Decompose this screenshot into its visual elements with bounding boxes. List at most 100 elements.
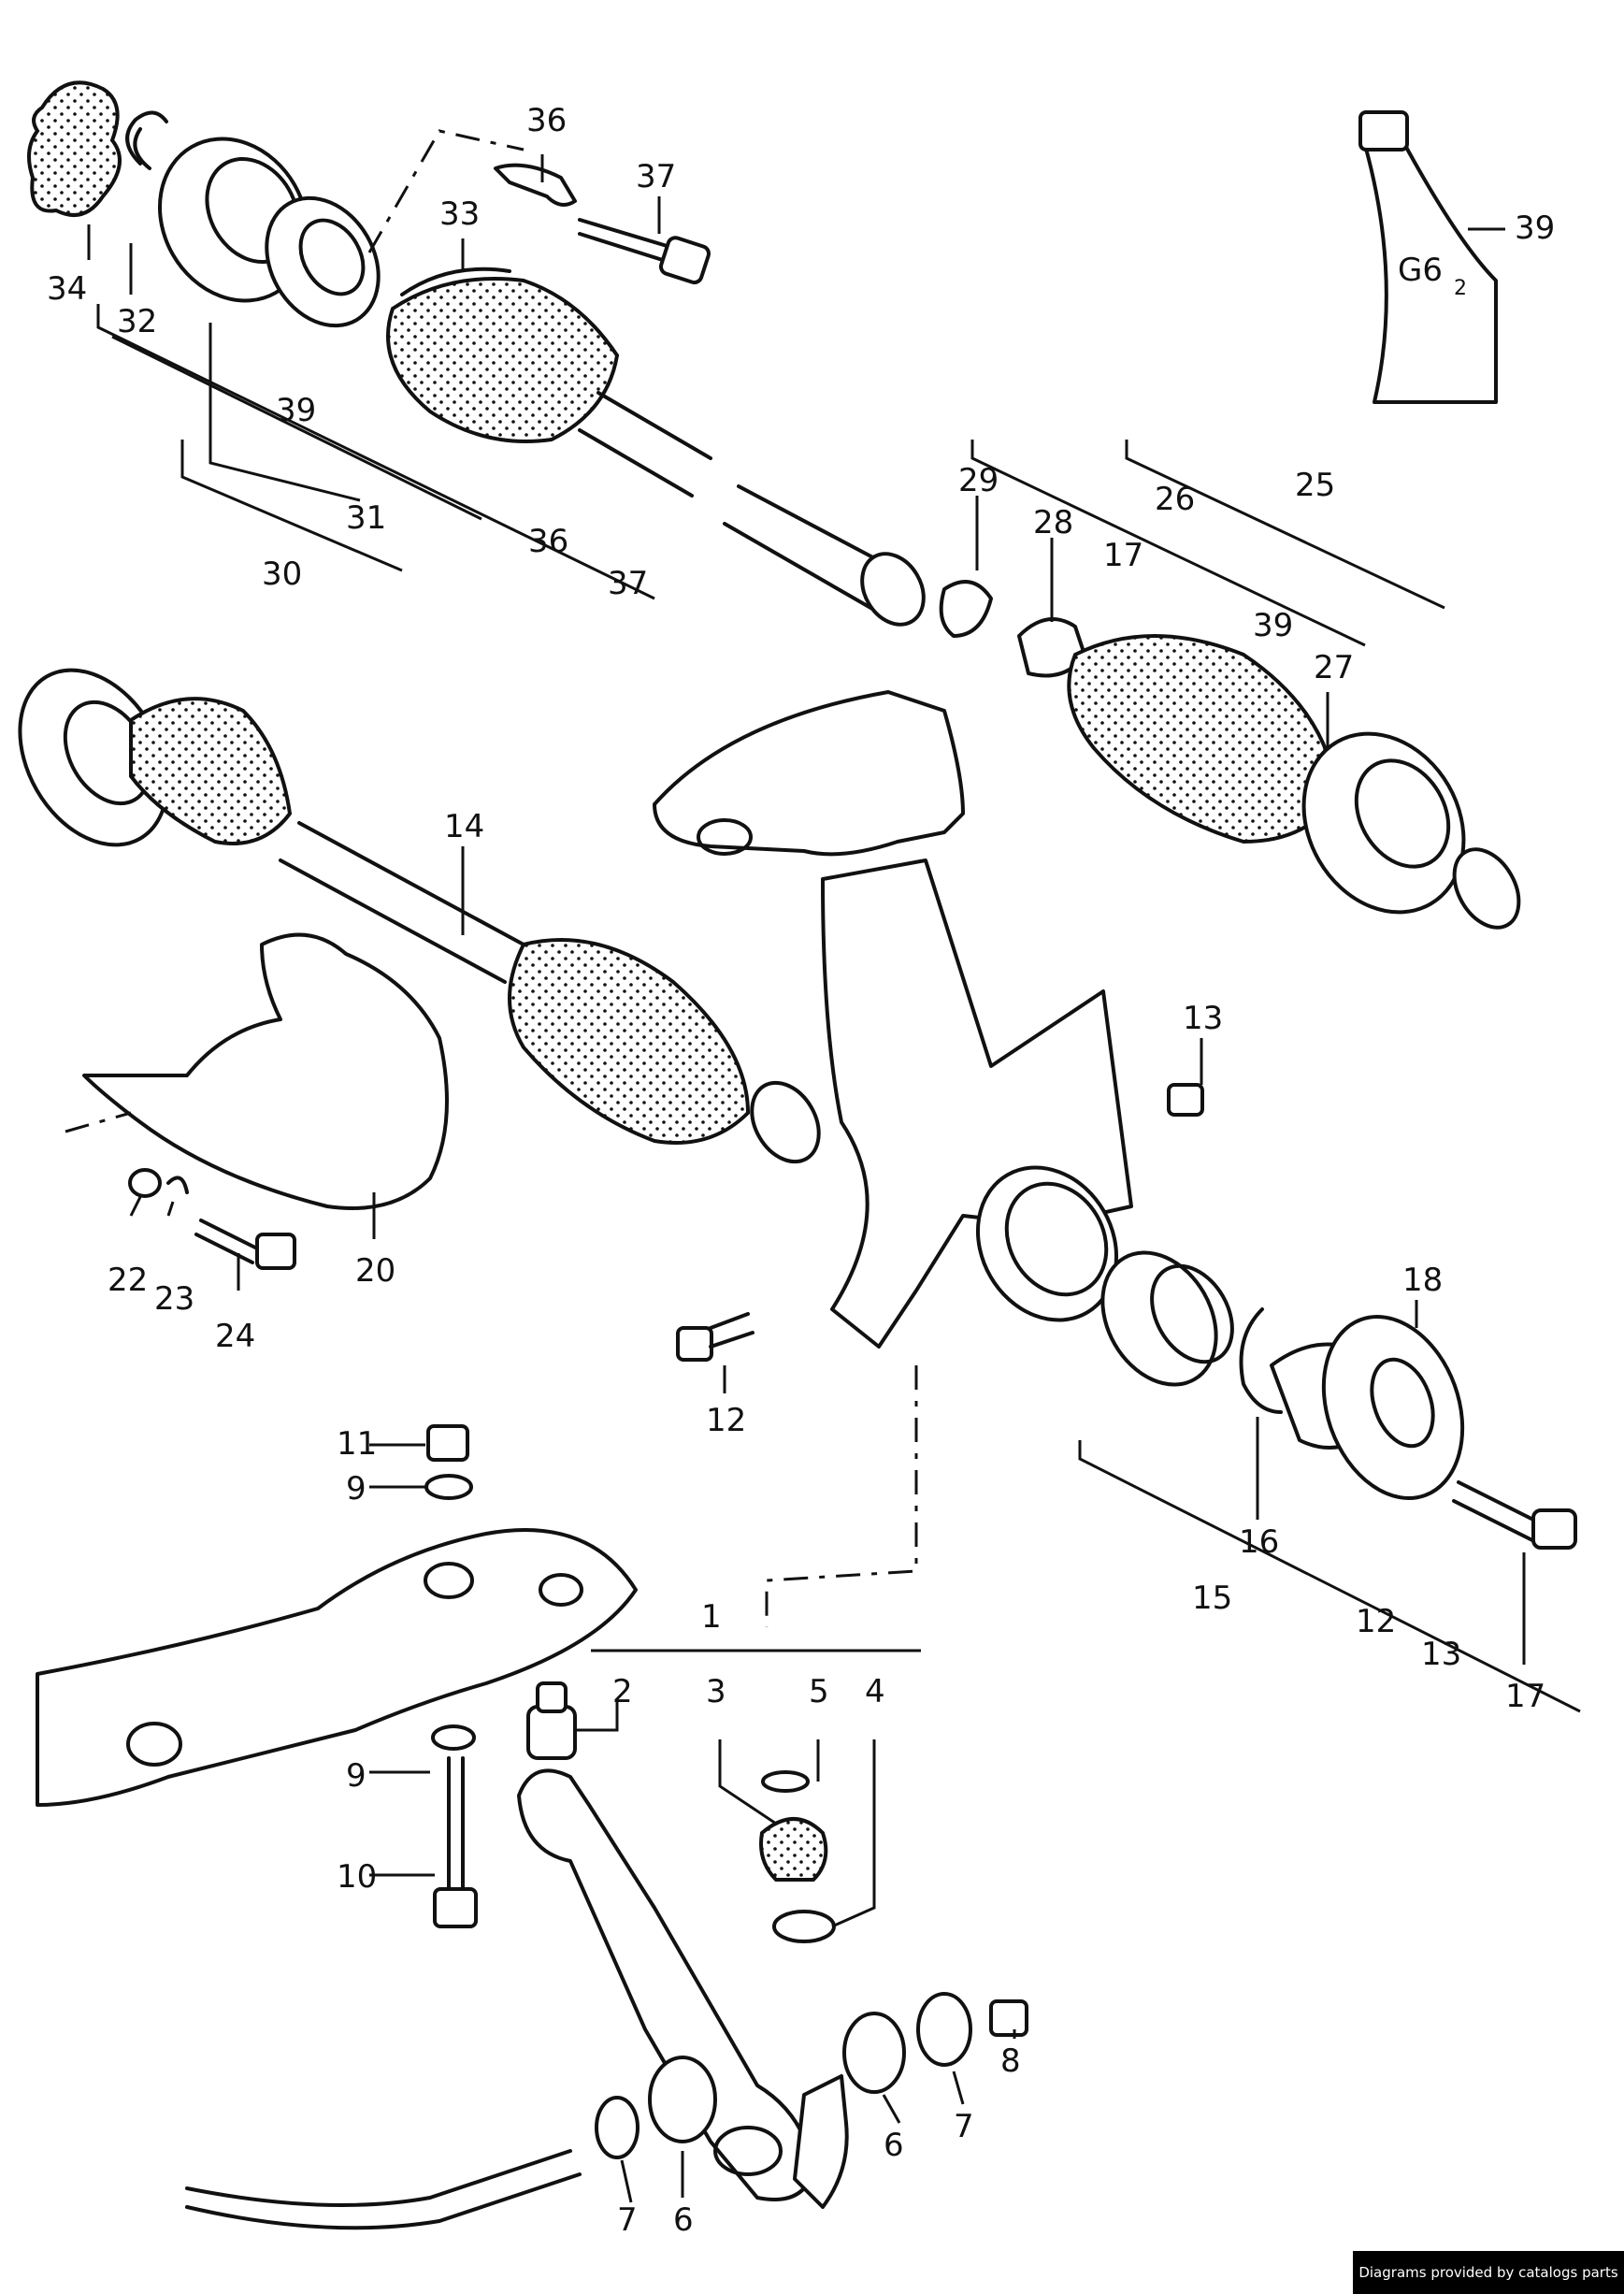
callout-13: 13 xyxy=(1183,1000,1223,1037)
bracket-25 xyxy=(1125,440,1445,610)
callout-29: 29 xyxy=(958,462,999,499)
outer-cv-joint-flange xyxy=(157,137,381,328)
wheel-bolt-17 xyxy=(1452,1480,1577,1550)
callout-16: 16 xyxy=(1239,1523,1279,1561)
drive-shaft-14 xyxy=(279,821,821,1164)
grease-tube-label: G6 xyxy=(1398,252,1443,289)
bolt-10 xyxy=(433,1756,478,1928)
callout-11: 11 xyxy=(337,1425,377,1463)
callout-17: 17 xyxy=(1103,537,1143,574)
boot-upper-outer xyxy=(386,267,620,443)
nut-11 xyxy=(426,1424,469,1462)
bracket-39-upper xyxy=(111,335,482,521)
dash-knuckle xyxy=(765,1365,918,1627)
left-boot xyxy=(129,697,293,845)
boot-right-27 xyxy=(1067,634,1340,844)
heat-shield-20 xyxy=(82,932,449,1210)
callout-17: 17 xyxy=(1505,1678,1545,1715)
callout-24: 24 xyxy=(215,1318,255,1355)
bracket-31 xyxy=(208,323,361,502)
ball-stud xyxy=(793,2074,849,2209)
wheel-bearing xyxy=(1100,1250,1234,1387)
callout-15: 15 xyxy=(1192,1580,1232,1617)
callout-30: 30 xyxy=(262,555,302,593)
bolt-37 xyxy=(578,218,711,285)
subframe xyxy=(36,1528,638,1807)
circlip-32 xyxy=(125,110,168,170)
circlip-5 xyxy=(761,1770,810,1793)
grease-tube-subscript: 2 xyxy=(1454,277,1467,300)
callout-39: 39 xyxy=(1253,607,1293,644)
bushing-2 xyxy=(526,1681,577,1760)
callout-8: 8 xyxy=(1000,2042,1021,2080)
washer-22 xyxy=(128,1168,162,1198)
dash-left xyxy=(65,1111,132,1133)
washer-7-left xyxy=(595,2096,640,2159)
callout-31: 31 xyxy=(346,499,386,537)
washer-7-right xyxy=(916,1992,972,2067)
callout-39: 39 xyxy=(276,392,316,429)
bearing-race xyxy=(975,1165,1119,1322)
stabilizer-bar xyxy=(185,2149,582,2230)
spring-washer-23 xyxy=(166,1176,189,1194)
callout-labels: 34 32 36 37 33 39 39 31 36 30 37 29 28 2… xyxy=(47,102,1555,2239)
callout-6: 6 xyxy=(673,2201,694,2239)
wheel-bearing-housing xyxy=(653,690,1133,1349)
bracket-37 xyxy=(96,304,655,600)
callout-7: 7 xyxy=(954,2108,974,2145)
callout-12: 12 xyxy=(1356,1603,1396,1640)
upper-drive-shaft xyxy=(578,391,926,627)
ball-joint-3 xyxy=(759,1817,828,1882)
grease-tube-39: G6 2 xyxy=(1358,110,1498,404)
bracket-17-26 xyxy=(970,440,1366,647)
callout-32: 32 xyxy=(117,303,157,340)
nut-8 xyxy=(989,1999,1028,2037)
wheel-hub-18 xyxy=(1270,1315,1465,1500)
footer-credit: Diagrams provided by catalogs parts xyxy=(1353,2251,1624,2294)
callout-3: 3 xyxy=(706,1673,726,1710)
callout-9: 9 xyxy=(346,1470,366,1508)
callout-6: 6 xyxy=(884,2127,904,2164)
circlip-16 xyxy=(1239,1307,1283,1414)
bushing-6-left xyxy=(648,2056,717,2143)
nut-13 xyxy=(1167,1083,1204,1117)
callout-22: 22 xyxy=(108,1262,148,1299)
callout-20: 20 xyxy=(355,1252,395,1290)
callout-9: 9 xyxy=(346,1757,366,1795)
callout-26: 26 xyxy=(1155,481,1195,518)
inner-cv-joint-right xyxy=(1301,731,1521,930)
callout-10: 10 xyxy=(337,1858,377,1896)
callout-36: 36 xyxy=(526,102,567,139)
gasket-34 xyxy=(27,80,122,217)
callout-25: 25 xyxy=(1295,467,1335,504)
callout-13: 13 xyxy=(1421,1636,1461,1673)
callout-23: 23 xyxy=(154,1280,194,1318)
callout-37: 37 xyxy=(608,565,648,602)
callout-37: 37 xyxy=(636,158,676,195)
callout-4: 4 xyxy=(865,1673,885,1710)
callout-1: 1 xyxy=(701,1598,722,1636)
callout-7: 7 xyxy=(617,2201,638,2239)
bolt-24 xyxy=(194,1219,296,1270)
callout-5: 5 xyxy=(809,1673,829,1710)
washer-9-top xyxy=(424,1474,473,1500)
callout-39: 39 xyxy=(1515,209,1555,247)
callout-2: 2 xyxy=(612,1673,633,1710)
bolt-12 xyxy=(676,1312,755,1362)
callout-14: 14 xyxy=(444,808,484,845)
washer-9-bottom xyxy=(431,1724,476,1751)
callout-33: 33 xyxy=(439,195,480,233)
callout-27: 27 xyxy=(1314,649,1354,686)
callout-34: 34 xyxy=(47,270,87,308)
callout-36: 36 xyxy=(528,523,568,560)
bracket-30 xyxy=(180,440,403,572)
callout-28: 28 xyxy=(1033,504,1073,541)
bracket-15 xyxy=(1078,1440,1581,1713)
bushing-6-right xyxy=(842,2012,906,2094)
dash-top xyxy=(367,129,525,253)
callout-18: 18 xyxy=(1402,1262,1443,1299)
ring-4 xyxy=(772,1910,836,1943)
callout-12: 12 xyxy=(706,1402,746,1439)
clip-29 xyxy=(939,580,993,638)
